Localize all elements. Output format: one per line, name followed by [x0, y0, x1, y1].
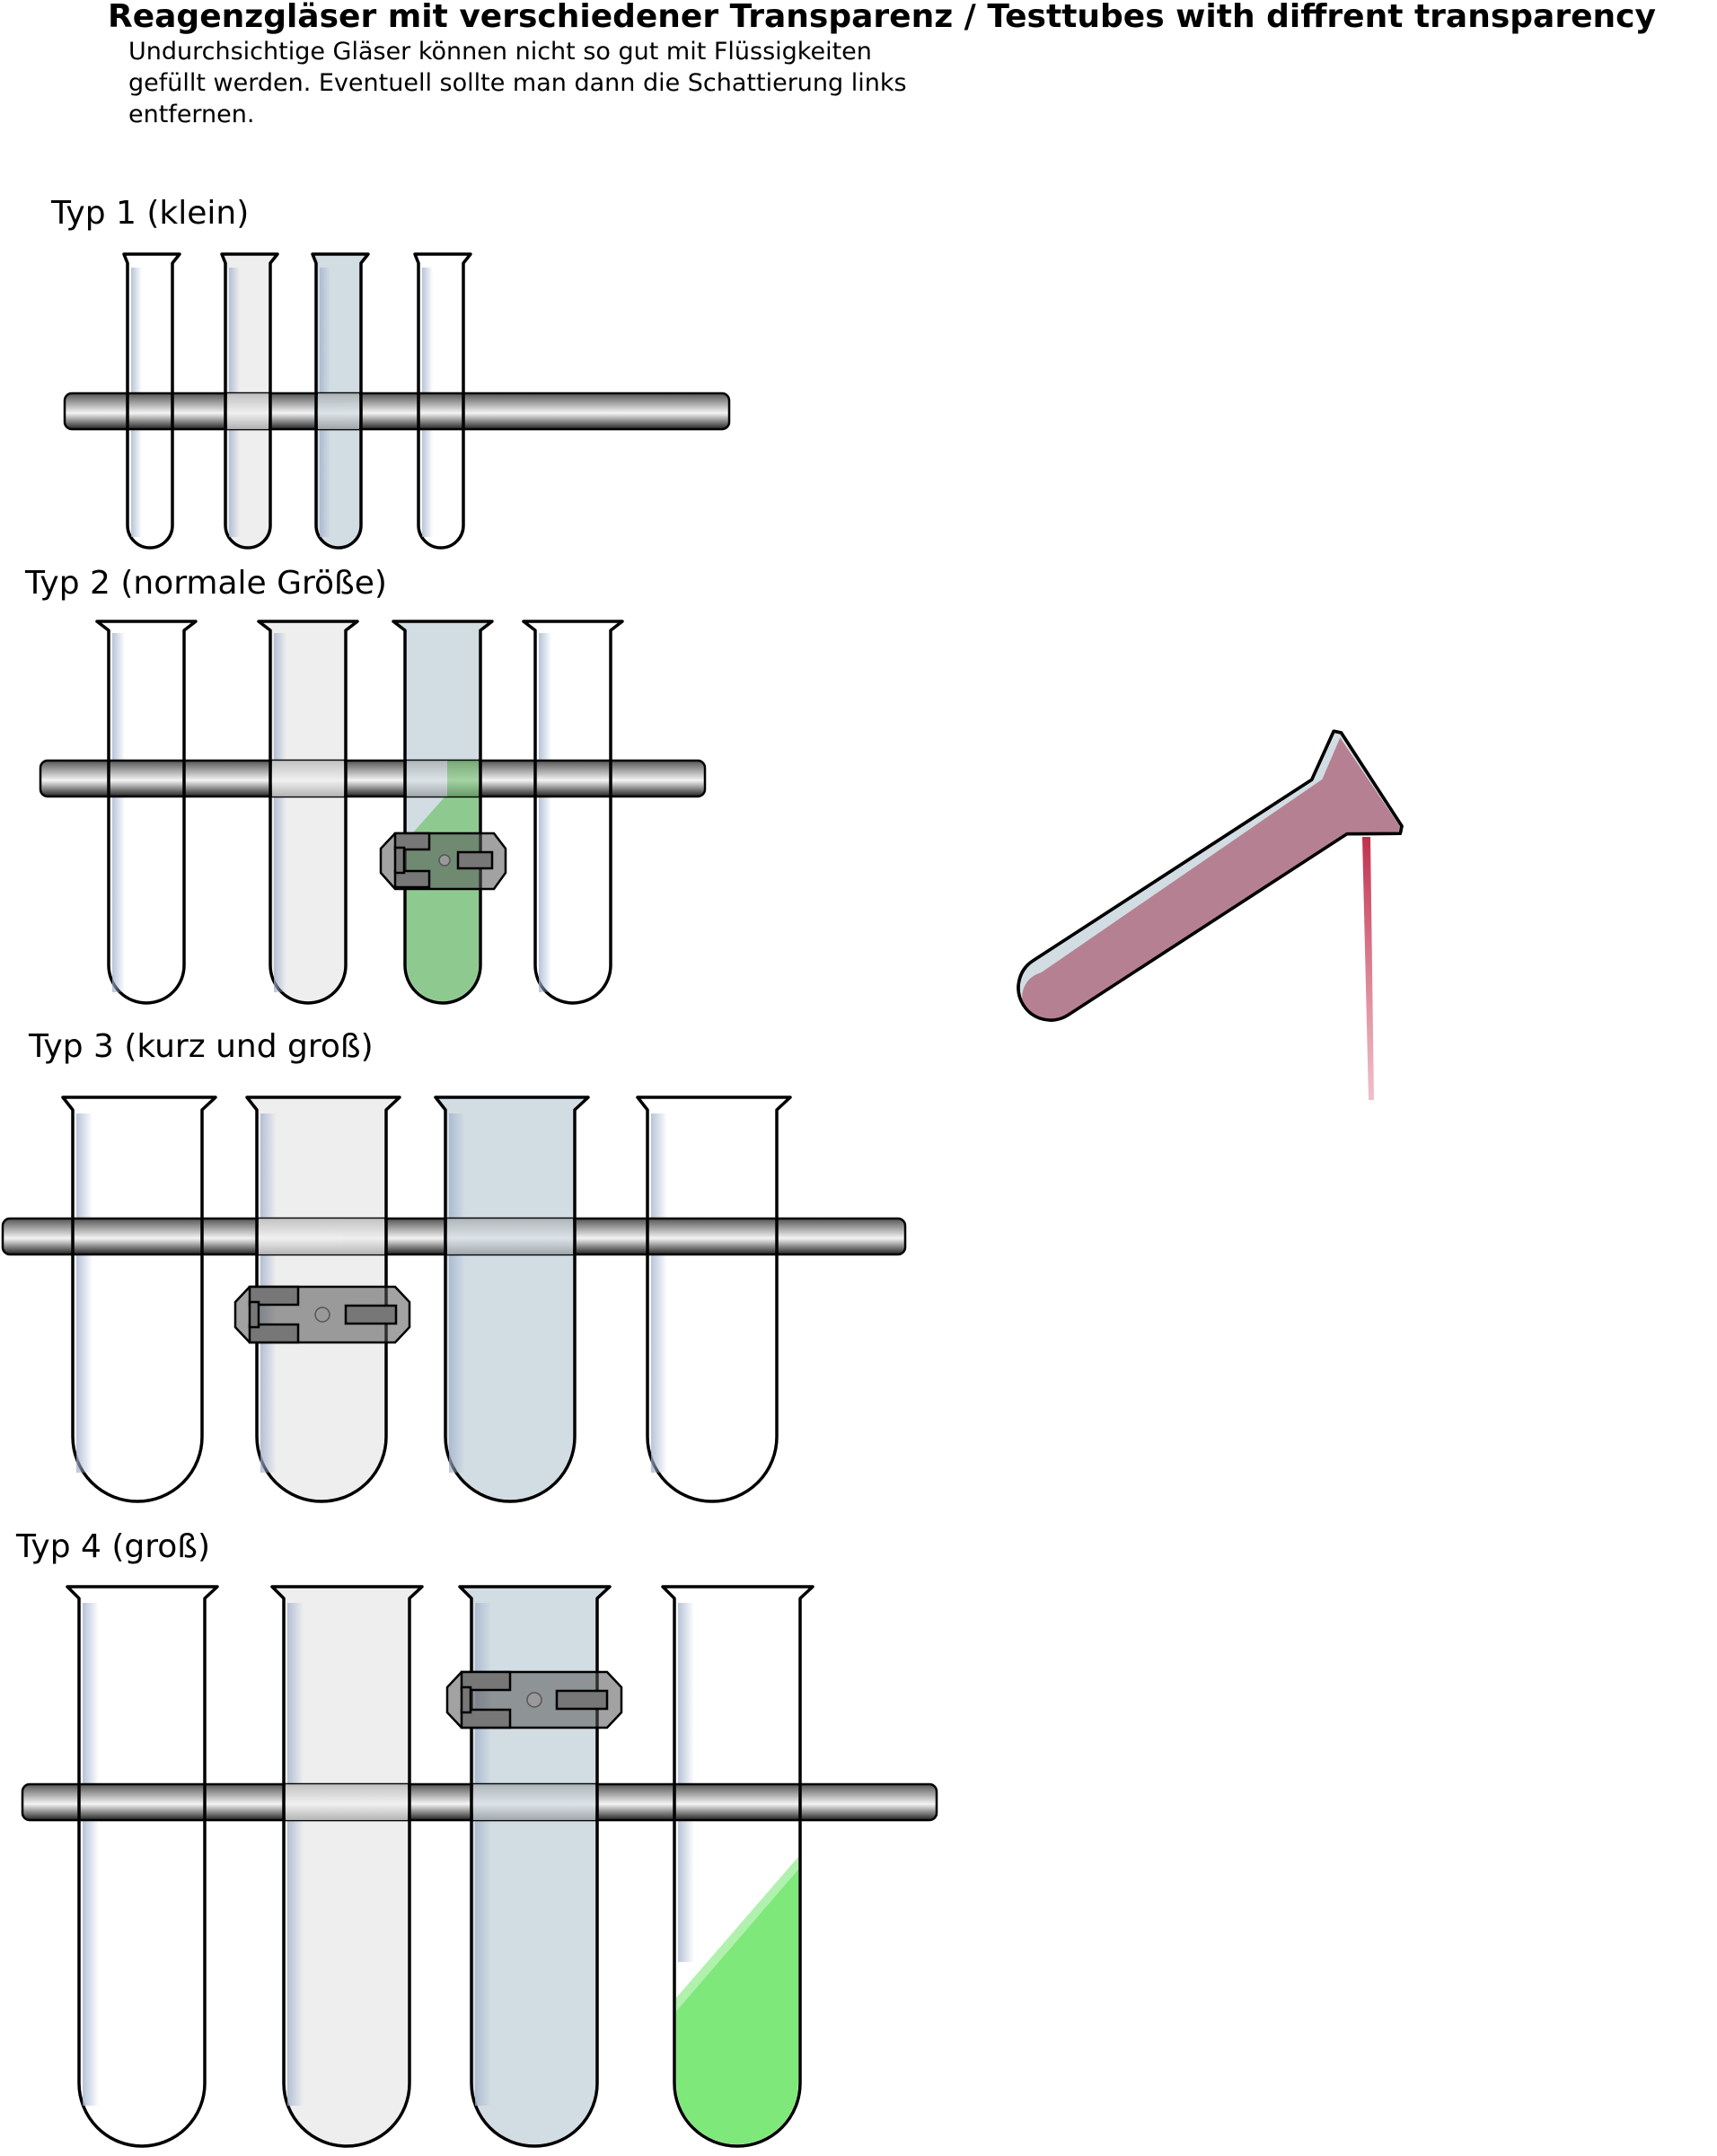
type-3-label: Typ 3 (kurz und groß) — [29, 1028, 374, 1065]
type-2-group — [39, 620, 707, 1005]
type-1-group — [63, 252, 731, 550]
type-1-tube-fronts — [227, 393, 359, 429]
note-line: gefüllt werden. Eventuell sollte man dan… — [128, 69, 907, 97]
test-tube-clear — [95, 620, 198, 1005]
clamp — [233, 1285, 411, 1344]
note-line: Undurchsichtige Gläser können nicht so g… — [128, 38, 872, 66]
type-4-label: Typ 4 (groß) — [16, 1528, 210, 1565]
rack-rod — [39, 759, 707, 798]
test-tube-clear — [522, 620, 624, 1005]
type-4-group — [21, 1585, 938, 2148]
type-2-label: Typ 2 (normale Größe) — [25, 565, 387, 602]
clamp — [379, 832, 507, 891]
type-1-label: Typ 1 (klein) — [51, 195, 250, 232]
type-3-group — [1, 1096, 907, 1503]
pour-stream — [1362, 837, 1374, 1100]
description-note: Undurchsichtige Gläser können nicht so g… — [128, 36, 1026, 130]
page-title: Reagenzgläser mit verschiedener Transpar… — [108, 0, 1656, 35]
test-tube-light — [257, 620, 359, 1005]
clamp — [445, 1670, 623, 1729]
note-line: entfernen. — [128, 101, 255, 128]
rack-rod — [63, 392, 731, 431]
pouring-test-tube — [1017, 729, 1404, 1100]
green-liquid — [676, 1857, 798, 2144]
red-liquid — [1022, 737, 1401, 1020]
